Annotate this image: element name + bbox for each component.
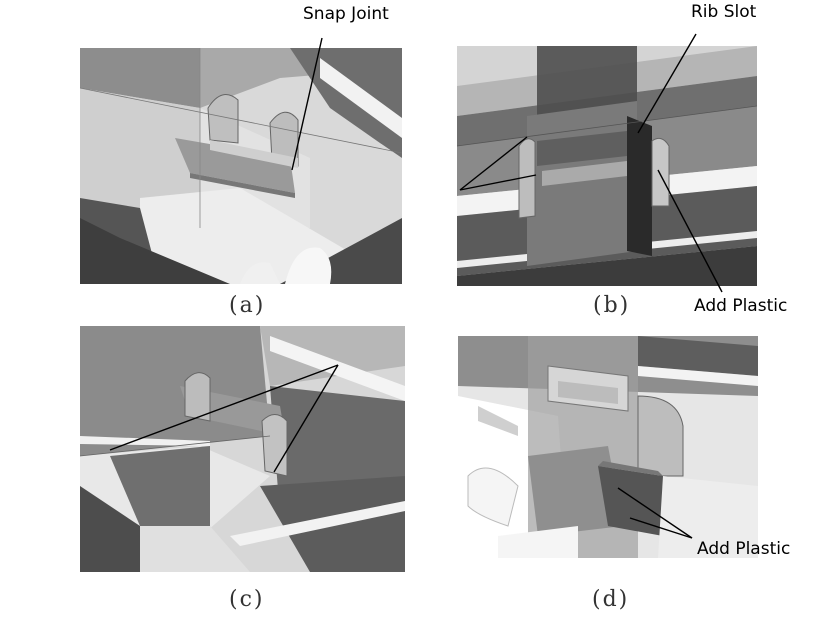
add-plastic-d-label: Add Plastic — [697, 539, 791, 559]
rib-slot-label: Rib Slot — [691, 2, 757, 22]
snap-joint-label: Snap Joint — [303, 4, 389, 24]
panel-d-image — [458, 336, 758, 558]
panel-a-image — [80, 48, 402, 284]
panel-b-render — [457, 46, 757, 286]
panel-d-render — [458, 336, 758, 558]
add-plastic-b-label: Add Plastic — [694, 296, 788, 316]
caption-d: (d) — [592, 587, 630, 612]
panel-c-render — [80, 326, 405, 572]
caption-c: (c) — [229, 587, 265, 612]
caption-b: (b) — [593, 293, 631, 318]
caption-a: (a) — [229, 293, 266, 318]
panel-b-image — [457, 46, 757, 286]
panel-c-image — [80, 326, 405, 572]
panel-a-render — [80, 48, 402, 284]
